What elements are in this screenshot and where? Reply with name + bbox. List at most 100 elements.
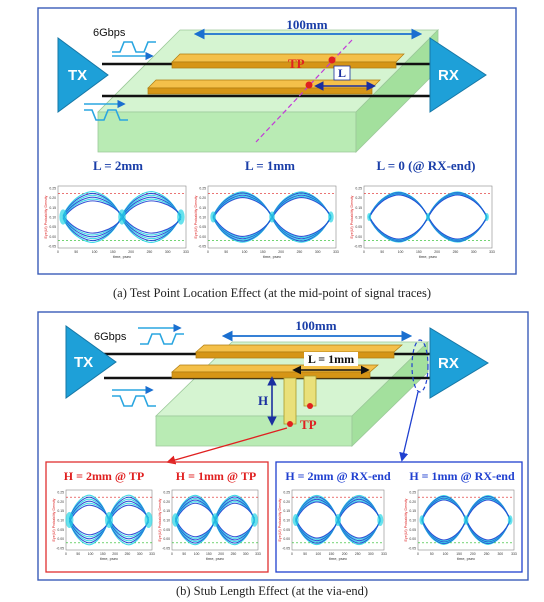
x-tick-label: 50	[182, 552, 186, 556]
y-tick-label: 0.00	[49, 235, 56, 239]
x-tick-label: 333	[381, 552, 387, 556]
x-tick-label: 150	[206, 552, 212, 556]
l-label: L = 1mm	[308, 352, 354, 366]
caption-a: (a) Test Point Location Effect (at the m…	[112, 286, 431, 300]
via-stub	[283, 377, 297, 425]
tx-label: TX	[74, 354, 93, 371]
x-tick-label: 100	[88, 552, 94, 556]
y-tick-label: 0.05	[283, 528, 290, 532]
x-tick-label: 200	[218, 552, 224, 556]
x-tick-label: 50	[74, 250, 78, 254]
rx-receiver-icon	[429, 327, 489, 399]
x-tick-label: 333	[489, 250, 495, 254]
y-tick-label: -0.05	[56, 547, 64, 551]
x-tick-label: 300	[137, 552, 143, 556]
x-tick-label: 333	[255, 552, 261, 556]
test-point-dot	[307, 403, 313, 409]
y-tick-label: 0.25	[57, 491, 64, 495]
x-axis-label: time, psec	[457, 556, 475, 561]
x-axis-label: time, psec	[113, 254, 131, 259]
eye-title: H = 2mm @ RX-end	[285, 469, 391, 483]
y-axis-label: Eye(UI) Probability Density	[194, 195, 198, 238]
tx-driver-icon	[57, 37, 109, 113]
x-tick-label: 100	[92, 250, 98, 254]
y-tick-label: 0.00	[199, 235, 206, 239]
x-tick-label: 0	[171, 552, 173, 556]
data-rate-label: 6Gbps	[94, 331, 127, 343]
x-tick-label: 50	[380, 250, 384, 254]
y-tick-label: 0.20	[283, 500, 290, 504]
y-tick-label: 0.00	[355, 235, 362, 239]
x-tick-label: 150	[260, 250, 266, 254]
x-tick-label: 0	[207, 250, 209, 254]
x-tick-label: 150	[110, 250, 116, 254]
x-axis-label: time, psec	[329, 556, 347, 561]
y-tick-label: -0.05	[162, 547, 170, 551]
x-tick-label: 333	[511, 552, 517, 556]
test-point-dot	[305, 81, 313, 89]
y-axis-label: Eye(UI) Probability Density	[404, 498, 408, 541]
y-tick-label: 0.10	[355, 216, 362, 220]
tp-label: TP	[300, 417, 317, 432]
x-tick-label: 250	[231, 552, 237, 556]
eye-title: H = 1mm @ RX-end	[409, 469, 515, 483]
y-tick-label: 0.25	[163, 491, 170, 495]
x-tick-label: 300	[243, 552, 249, 556]
y-tick-label: 0.20	[57, 500, 64, 504]
y-tick-label: 0.25	[409, 491, 416, 495]
y-tick-label: 0.15	[355, 206, 362, 210]
x-tick-label: 300	[471, 250, 477, 254]
x-tick-label: 333	[183, 250, 189, 254]
x-tick-label: 100	[315, 552, 321, 556]
via-stub	[303, 375, 317, 407]
x-tick-label: 250	[453, 250, 459, 254]
y-tick-label: 0.00	[57, 537, 64, 541]
y-tick-label: 0.05	[49, 225, 56, 229]
x-tick-label: 200	[128, 250, 134, 254]
l-label: L	[338, 66, 346, 80]
x-tick-label: 50	[303, 552, 307, 556]
x-tick-label: 250	[125, 552, 131, 556]
y-axis-label: Eye(UI) Probability Density	[350, 195, 354, 238]
x-tick-label: 0	[363, 250, 365, 254]
x-tick-label: 250	[355, 552, 361, 556]
y-tick-label: 0.20	[49, 196, 56, 200]
y-tick-label: 0.10	[283, 519, 290, 523]
y-tick-label: 0.15	[49, 206, 56, 210]
h-label: H	[258, 393, 268, 408]
y-tick-label: 0.00	[409, 537, 416, 541]
x-tick-label: 250	[484, 552, 490, 556]
x-tick-label: 150	[100, 552, 106, 556]
y-axis-label: Eye(UI) Probability Density	[52, 498, 56, 541]
tx-driver-icon	[65, 325, 117, 399]
x-axis-label: time, psec	[263, 254, 281, 259]
x-tick-label: 100	[242, 250, 248, 254]
y-tick-label: 0.00	[163, 537, 170, 541]
y-tick-label: -0.05	[48, 245, 56, 249]
eye-title: L = 1mm	[245, 158, 295, 173]
x-tick-label: 333	[149, 552, 155, 556]
x-tick-label: 100	[194, 552, 200, 556]
x-tick-label: 250	[297, 250, 303, 254]
y-axis-label: Eye(UI) Probability Density	[278, 498, 282, 541]
x-tick-label: 200	[112, 552, 118, 556]
y-tick-label: -0.05	[282, 547, 290, 551]
x-tick-label: 150	[329, 552, 335, 556]
falling-waveform-icon	[84, 109, 128, 121]
x-tick-label: 300	[315, 250, 321, 254]
x-tick-label: 50	[224, 250, 228, 254]
rx-label: RX	[438, 355, 459, 372]
y-tick-label: 0.20	[409, 500, 416, 504]
y-tick-label: 0.20	[355, 196, 362, 200]
y-tick-label: -0.05	[408, 547, 416, 551]
x-tick-label: 333	[333, 250, 339, 254]
y-tick-label: 0.15	[163, 509, 170, 513]
x-tick-label: 250	[147, 250, 153, 254]
eye-title: L = 2mm	[93, 158, 143, 173]
